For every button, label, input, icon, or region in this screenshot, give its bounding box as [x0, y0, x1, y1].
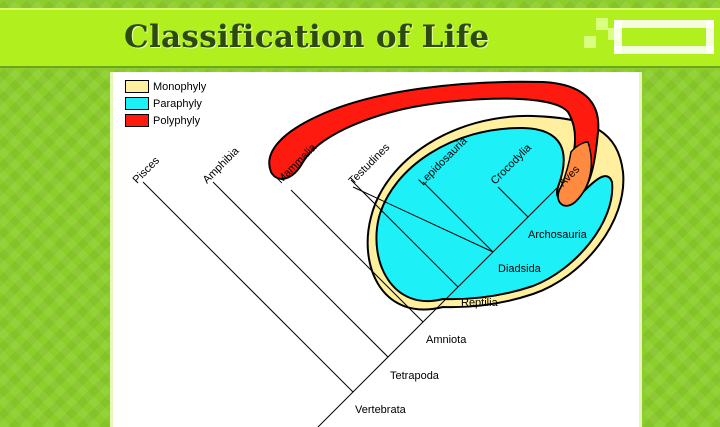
legend-item-paraphyly: Paraphyly — [125, 95, 206, 112]
reptilia-paraphyly-region — [375, 126, 614, 302]
cladogram: Pisces Amphibia Mammalia Testudines Lepi… — [131, 80, 625, 427]
clade-amniota-label: Amniota — [426, 334, 467, 346]
taxon-amphibia-label: Amphibia — [201, 145, 243, 187]
diagram-panel: Pisces Amphibia Mammalia Testudines Lepi… — [110, 72, 642, 427]
clade-archosauria-label: Archosauria — [528, 229, 588, 241]
clade-reptilia-label: Reptilia — [461, 297, 499, 309]
banner-pixel-decoration — [584, 18, 714, 54]
clade-vertebrata-label: Vertebrata — [355, 404, 407, 416]
legend-label: Paraphyly — [153, 97, 202, 110]
taxon-testudines-label: Testudines — [347, 141, 393, 187]
legend-label: Polyphyly — [153, 114, 201, 127]
tree-branches — [142, 179, 559, 427]
legend-item-monophyly: Monophyly — [125, 78, 206, 95]
title-banner: Classification of Life — [0, 8, 720, 68]
aves-overlap-region — [557, 141, 593, 207]
clade-tetrapoda-label: Tetrapoda — [390, 370, 440, 382]
page-title: Classification of Life — [124, 19, 490, 55]
legend-label: Monophyly — [153, 80, 207, 93]
legend-swatch — [125, 80, 149, 93]
taxon-pisces-label: Pisces — [131, 154, 163, 186]
legend-swatch — [125, 97, 149, 110]
clade-diadsida-label: Diadsida — [498, 263, 542, 275]
legend-item-polyphyly: Polyphyly — [125, 112, 206, 129]
legend: Monophyly Paraphyly Polyphyly — [125, 78, 206, 129]
legend-swatch — [125, 114, 149, 127]
